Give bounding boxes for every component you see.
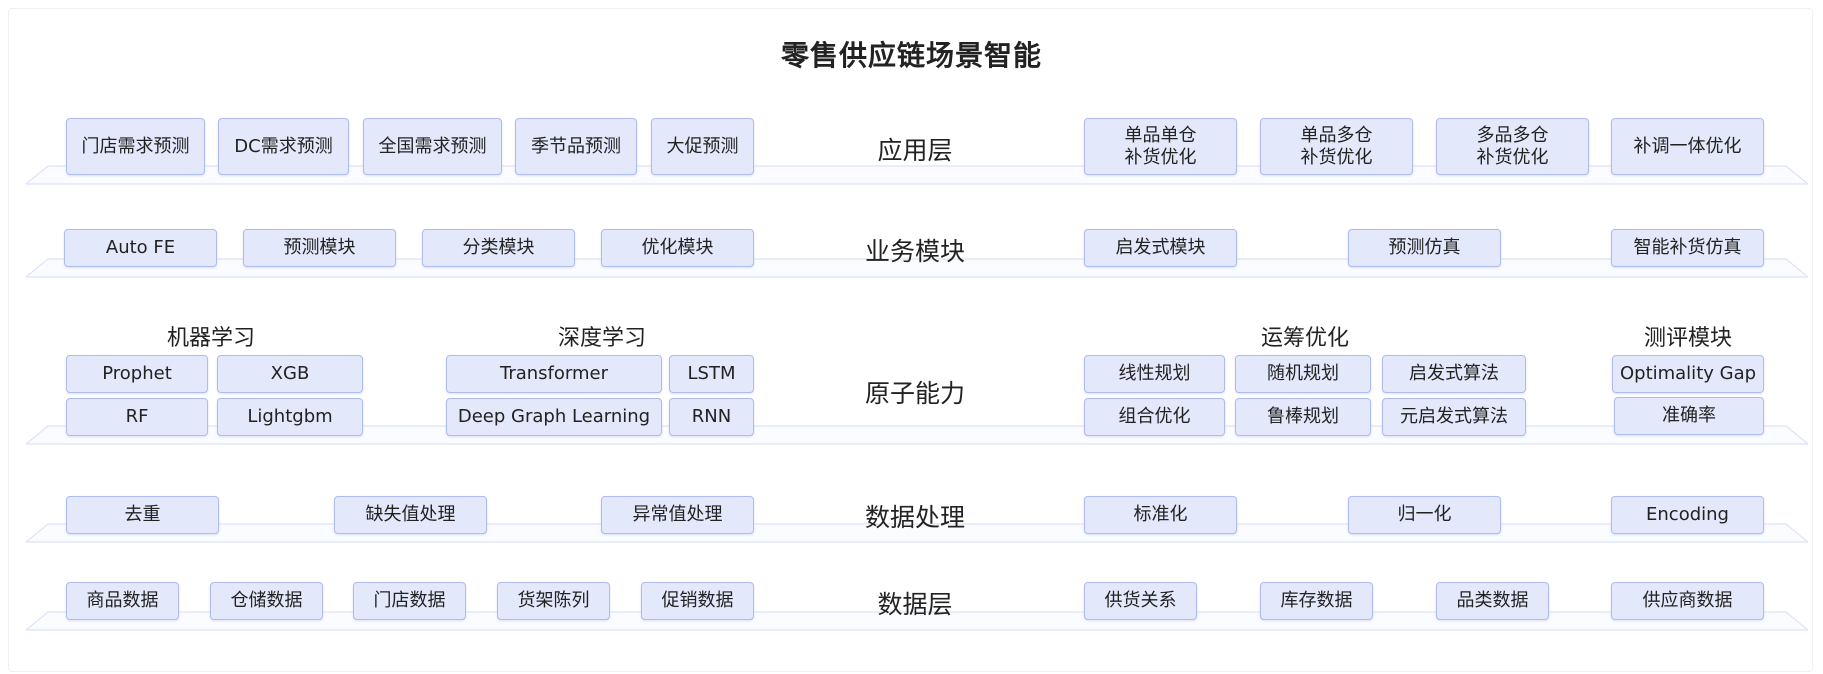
ml-item[interactable]: Lightgbm <box>217 398 363 436</box>
processing-item[interactable]: 异常值处理 <box>601 496 754 534</box>
data-item[interactable]: 品类数据 <box>1436 582 1549 620</box>
ml-item[interactable]: XGB <box>217 355 363 393</box>
processing-item[interactable]: 缺失值处理 <box>334 496 487 534</box>
eval-item[interactable]: 准确率 <box>1614 397 1764 435</box>
group-title-ml: 机器学习 <box>166 326 255 351</box>
group-title-dl: 深度学习 <box>557 326 646 351</box>
business-item[interactable]: 启发式模块 <box>1084 229 1237 267</box>
data-item[interactable]: 供货关系 <box>1084 582 1197 620</box>
or-item[interactable]: 元启发式算法 <box>1382 398 1526 436</box>
data-item[interactable]: 供应商数据 <box>1611 582 1764 620</box>
app-item[interactable]: 单品单仓 补货优化 <box>1084 118 1237 175</box>
app-item[interactable]: 大促预测 <box>651 118 754 175</box>
business-item[interactable]: Auto FE <box>64 229 217 267</box>
business-item[interactable]: 预测仿真 <box>1348 229 1501 267</box>
app-item[interactable]: 多品多仓 补货优化 <box>1436 118 1589 175</box>
data-item[interactable]: 货架陈列 <box>497 582 610 620</box>
diagram-frame <box>8 8 1813 672</box>
or-item[interactable]: 组合优化 <box>1084 398 1225 436</box>
eval-item[interactable]: Optimality Gap <box>1612 355 1764 393</box>
app-item[interactable]: 季节品预测 <box>515 118 637 175</box>
or-item[interactable]: 线性规划 <box>1084 355 1225 393</box>
ml-item[interactable]: Prophet <box>66 355 208 393</box>
processing-item[interactable]: 标准化 <box>1084 496 1237 534</box>
app-item[interactable]: 补调一体优化 <box>1611 118 1764 175</box>
data-item[interactable]: 库存数据 <box>1260 582 1373 620</box>
app-item[interactable]: 全国需求预测 <box>363 118 502 175</box>
layer-label-atomic: 原子能力 <box>864 379 965 408</box>
dl-item[interactable]: RNN <box>669 398 754 436</box>
processing-item[interactable]: 归一化 <box>1348 496 1501 534</box>
data-item[interactable]: 仓储数据 <box>210 582 323 620</box>
or-item[interactable]: 启发式算法 <box>1382 355 1526 393</box>
business-item[interactable]: 智能补货仿真 <box>1611 229 1764 267</box>
layer-label-processing: 数据处理 <box>864 503 965 532</box>
data-item[interactable]: 门店数据 <box>353 582 466 620</box>
data-item[interactable]: 促销数据 <box>641 582 754 620</box>
data-item[interactable]: 商品数据 <box>66 582 179 620</box>
app-item[interactable]: DC需求预测 <box>218 118 349 175</box>
layer-label-business: 业务模块 <box>864 237 965 266</box>
business-item[interactable]: 预测模块 <box>243 229 396 267</box>
processing-item[interactable]: Encoding <box>1611 496 1764 534</box>
processing-item[interactable]: 去重 <box>66 496 219 534</box>
diagram-title: 零售供应链场景智能 <box>780 39 1042 72</box>
dl-item[interactable]: Deep Graph Learning <box>446 398 662 436</box>
business-item[interactable]: 优化模块 <box>601 229 754 267</box>
or-item[interactable]: 随机规划 <box>1235 355 1371 393</box>
ml-item[interactable]: RF <box>66 398 208 436</box>
app-item[interactable]: 门店需求预测 <box>66 118 205 175</box>
dl-item[interactable]: Transformer <box>446 355 662 393</box>
business-item[interactable]: 分类模块 <box>422 229 575 267</box>
group-title-eval: 测评模块 <box>1643 326 1732 351</box>
app-item[interactable]: 单品多仓 补货优化 <box>1260 118 1413 175</box>
layer-label-application: 应用层 <box>877 136 953 165</box>
or-item[interactable]: 鲁棒规划 <box>1235 398 1371 436</box>
layer-label-data: 数据层 <box>877 590 953 619</box>
dl-item[interactable]: LSTM <box>669 355 754 393</box>
group-title-or: 运筹优化 <box>1260 326 1349 351</box>
